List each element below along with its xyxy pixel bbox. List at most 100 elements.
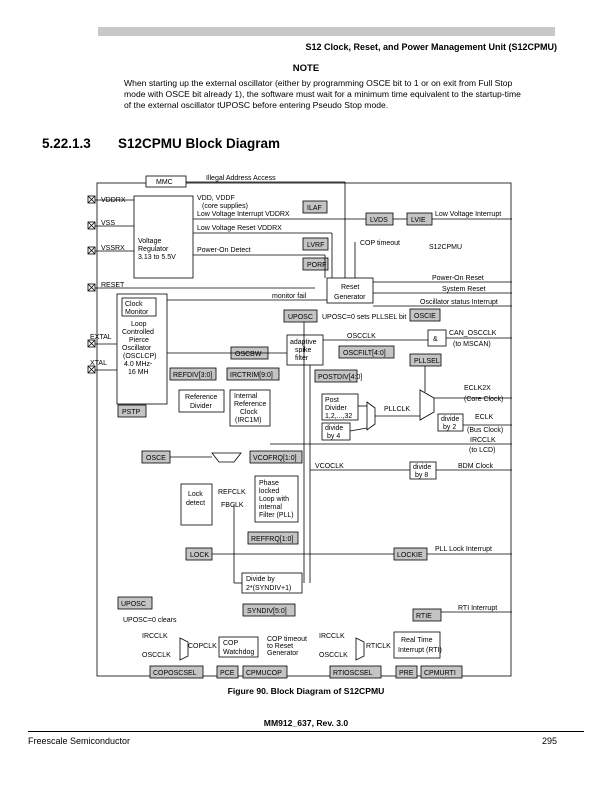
diagram-label: adaptive xyxy=(290,339,317,346)
diagram-label: Loop xyxy=(131,321,147,328)
section-heading: 5.22.1.3 S12CPMU Block Diagram xyxy=(42,136,280,151)
diagram-label: IRCTRIM[9:0] xyxy=(230,372,273,379)
lvrf-register xyxy=(302,237,329,251)
diagram-label: by 2 xyxy=(443,424,456,431)
diagram-label: Watchdog xyxy=(223,649,254,656)
diagram-label: Divide by xyxy=(246,576,275,583)
diagram-label: POSTDIV[4:0] xyxy=(318,374,362,381)
diagram-label: VCOFRQ[1:0] xyxy=(253,455,297,462)
divide-by-4 xyxy=(321,422,351,441)
diagram-border xyxy=(96,182,512,677)
porf-register xyxy=(302,257,329,271)
diagram-label: Controlled xyxy=(122,329,154,336)
diagram-label: CAN_OSCCLK xyxy=(449,330,497,337)
diagram-label: IRCCLK xyxy=(319,633,345,640)
diagram-label: RTIE xyxy=(416,613,432,620)
pin-vddrx xyxy=(87,195,96,204)
diagram-label: Pierce xyxy=(129,337,149,344)
mmc-box xyxy=(145,175,187,188)
rti-block xyxy=(393,631,441,659)
diagram-label: LVDS xyxy=(370,217,388,224)
diagram-label: COP xyxy=(223,640,239,647)
diagram-label: 1,2,...,32 xyxy=(325,413,352,420)
header-bar xyxy=(98,27,555,36)
diagram-label: Phase xyxy=(259,480,279,487)
diagram-label: COPOSCSEL xyxy=(153,670,197,677)
voltage-regulator xyxy=(133,195,194,279)
oscfilt-register xyxy=(338,345,395,359)
postdiv-register xyxy=(314,369,358,383)
diagram-label: divide xyxy=(441,416,459,423)
adaptive-spike-filter xyxy=(286,334,324,366)
coposcsel-register xyxy=(149,665,204,679)
vcofrq-register xyxy=(249,450,303,464)
diagram-label: Generator xyxy=(334,294,366,301)
diagram-label: System Reset xyxy=(442,286,486,293)
diagram-label: Oscillator status Interrupt xyxy=(420,299,498,306)
diagram-label: Clock xyxy=(240,409,258,416)
pstp-register xyxy=(117,404,147,418)
diagram-label: Reference xyxy=(185,394,217,401)
mmc-label: MMC xyxy=(156,179,173,186)
diagram-label: UPOSC=0 sets PLLSEL bit xyxy=(322,314,406,321)
diagram-label: Voltage xyxy=(138,238,161,245)
vss-label: VSS xyxy=(101,220,115,227)
vssrx-label: VSSRX xyxy=(101,245,125,252)
diagram-label: Clock xyxy=(125,301,143,308)
pin-vssrx xyxy=(87,246,96,255)
post-divider xyxy=(321,393,359,421)
diagram-label: Low Voltage Interrupt VDDRX xyxy=(197,211,290,218)
diagram-label: UPOSC xyxy=(121,601,146,608)
diagram-label: divide xyxy=(413,464,431,471)
irctrim-register xyxy=(226,367,280,381)
diagram-label: (OSCLCP) xyxy=(123,353,156,360)
diagram-label: (core supplies) xyxy=(202,203,248,210)
section-title: S12CPMU Block Diagram xyxy=(118,136,281,151)
section-number: 5.22.1.3 xyxy=(42,136,91,151)
diagram-label: COP timeout xyxy=(267,636,307,643)
diagram-label: LVIE xyxy=(411,217,426,224)
diagram-label: REFDIV[3:0] xyxy=(173,372,212,379)
diagram-label: COP timeout xyxy=(360,240,400,247)
refdiv-register xyxy=(169,367,217,381)
diagram-label: Reset xyxy=(341,284,359,291)
diagram-label: by 4 xyxy=(327,433,340,440)
diagram-label: OSCCLK xyxy=(347,333,376,340)
diagram-label: OSCE xyxy=(146,455,166,462)
diagram-label: Filter (PLL) xyxy=(259,512,294,519)
divide-by-8 xyxy=(409,461,437,480)
diagram-label: Lock xyxy=(188,491,203,498)
diagram-label: filter xyxy=(295,355,309,362)
oscie-register xyxy=(409,308,441,322)
syndiv-register xyxy=(242,603,296,617)
diagram-label: CPMUCOP xyxy=(246,670,282,677)
diagram-label: Monitor xyxy=(125,309,149,316)
diagram-label: Power-On Reset xyxy=(432,275,484,282)
diagram-label: S12CPMU xyxy=(429,244,462,251)
diagram-label: VDD, VDDF xyxy=(197,195,235,202)
pin-xtal xyxy=(87,365,96,374)
diagram-label: FBCLK xyxy=(221,502,244,509)
diagram-label: OSCCLK xyxy=(319,652,348,659)
ilaf-register xyxy=(302,200,328,214)
diagram-label: Power-On Detect xyxy=(197,247,251,254)
rti-mux xyxy=(355,637,365,661)
diagram-label: detect xyxy=(186,500,205,507)
diagram-label: PLLCLK xyxy=(384,406,410,413)
diagram-label: 3.13 to 5.5V xyxy=(138,254,176,261)
diagram-label: Divider xyxy=(325,405,347,412)
diagram-label: OSCIE xyxy=(414,313,436,320)
diagram-label: UPOSC xyxy=(288,314,313,321)
pce-register xyxy=(216,665,239,679)
diagram-label: (Core Clock) xyxy=(464,396,503,403)
running-header: S12 Clock, Reset, and Power Management U… xyxy=(305,42,557,52)
pre-register xyxy=(395,665,418,679)
diagram-label: PSTP xyxy=(122,409,141,416)
diagram-label: RTI Interrupt xyxy=(458,605,497,612)
diagram-label: UPOSC=0 clears xyxy=(123,617,177,624)
divide-by-2 xyxy=(437,413,464,432)
rtie-register xyxy=(412,608,442,622)
diagram-label: OSCBW xyxy=(235,351,262,358)
footer-company: Freescale Semiconductor xyxy=(28,736,131,746)
diagram-label: IRCCLK xyxy=(142,633,168,640)
